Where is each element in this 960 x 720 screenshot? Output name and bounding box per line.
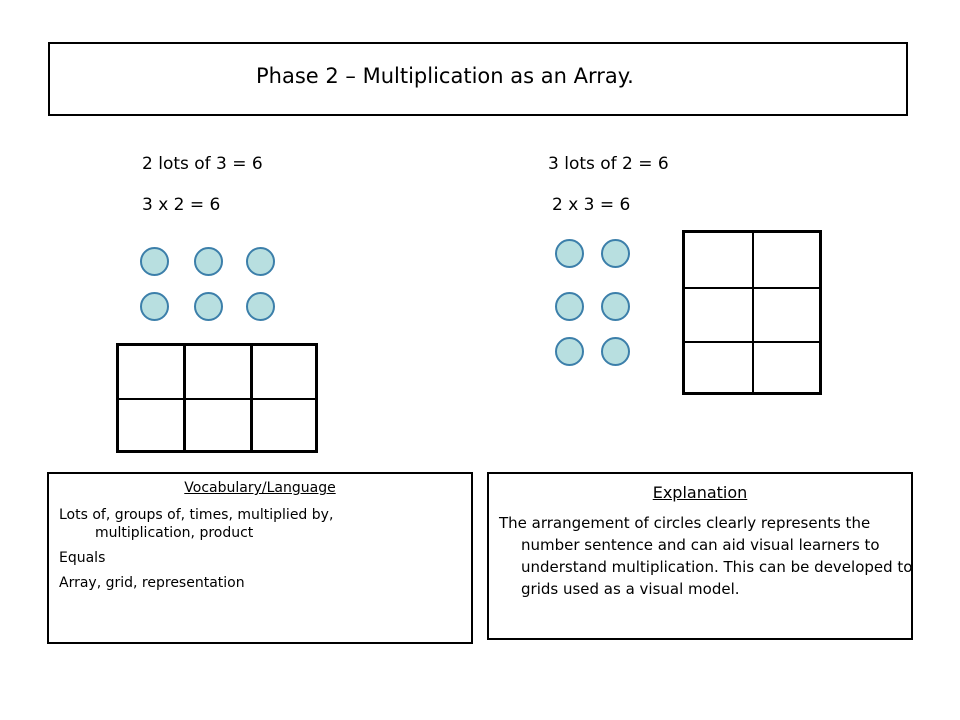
array-circle: [555, 239, 584, 268]
right-lots-sentence: 3 lots of 2 = 6: [548, 154, 669, 174]
vocabulary-heading: Vocabulary/Language: [184, 480, 336, 496]
array-circle: [601, 292, 630, 321]
explanation-panel: Explanation The arrangement of circles c…: [487, 472, 913, 640]
grid-line: [685, 287, 819, 289]
array-circle: [555, 292, 584, 321]
array-circle: [601, 239, 630, 268]
left-array-grid: [116, 343, 318, 453]
array-circle: [246, 247, 275, 276]
left-lots-sentence: 2 lots of 3 = 6: [142, 154, 263, 174]
title-box: Phase 2 – Multiplication as an Array.: [48, 42, 908, 116]
vocabulary-panel: Vocabulary/Language Lots of, groups of, …: [47, 472, 473, 644]
explanation-text: The arrangement of circles clearly repre…: [499, 514, 913, 598]
array-circle: [140, 292, 169, 321]
page-title: Phase 2 – Multiplication as an Array.: [256, 64, 634, 88]
grid-line: [119, 398, 315, 400]
grid-line: [685, 341, 819, 343]
array-circle: [555, 337, 584, 366]
explanation-heading: Explanation: [652, 483, 748, 502]
vocabulary-line: Array, grid, representation: [59, 575, 245, 591]
right-multiplication-sentence: 2 x 3 = 6: [552, 195, 631, 215]
array-circle: [601, 337, 630, 366]
array-circle: [194, 247, 223, 276]
right-array-grid: [682, 230, 822, 395]
left-multiplication-sentence: 3 x 2 = 6: [142, 195, 221, 215]
array-circle: [194, 292, 223, 321]
array-circle: [140, 247, 169, 276]
vocabulary-line: Lots of, groups of, times, multiplied by…: [59, 507, 334, 523]
grid-line: [752, 233, 754, 392]
array-circle: [246, 292, 275, 321]
vocabulary-line: multiplication, product: [95, 525, 254, 541]
vocabulary-line: Equals: [59, 550, 106, 566]
